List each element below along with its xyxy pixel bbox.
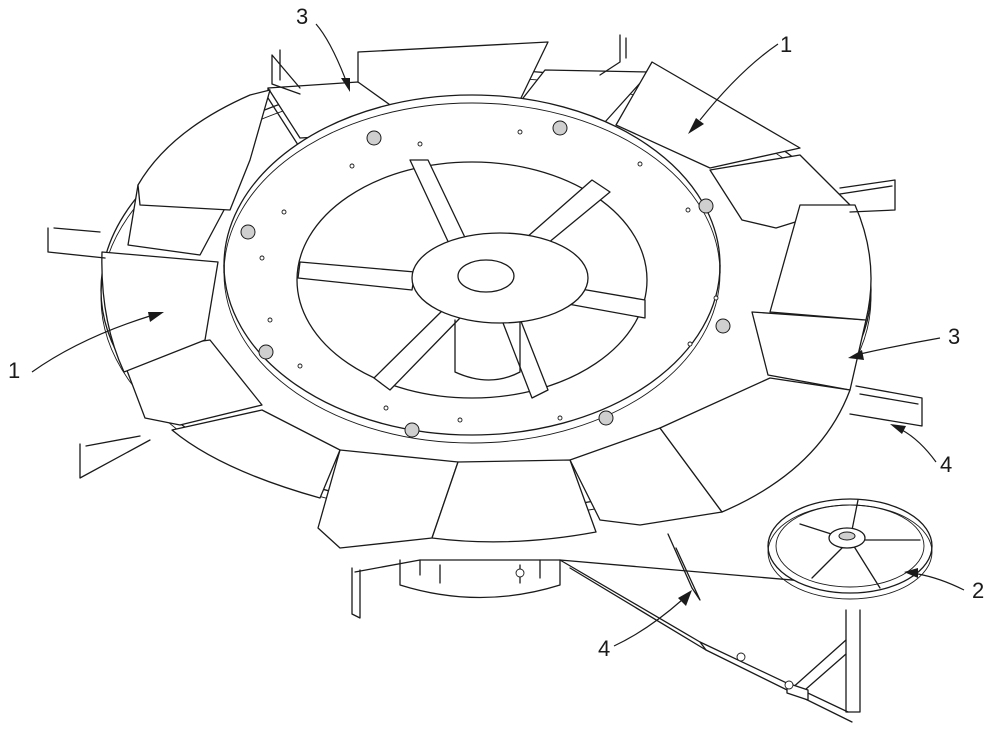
callout-4-right: 4 [940,452,953,477]
callout-3-top-left: 3 [296,4,309,29]
callout-leaders [31,23,965,647]
callout-4-bottom: 4 [598,636,611,661]
base-frame [354,559,861,723]
callout-1-top-right: 1 [780,32,793,57]
clamp-handles [47,34,923,619]
callout-3-right: 3 [948,324,961,349]
central-disc [223,94,731,444]
hand-wheel [767,498,933,600]
callout-1-left: 1 [8,358,21,383]
callout-2-right: 2 [972,578,985,603]
ring-plates [101,41,872,543]
